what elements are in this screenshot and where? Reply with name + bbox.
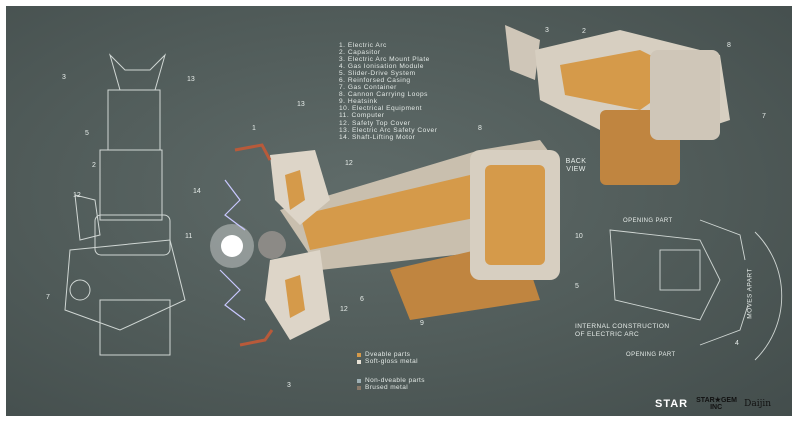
legend-label: Dveable parts bbox=[365, 351, 411, 358]
swatch bbox=[357, 385, 361, 390]
back-view-render bbox=[505, 25, 730, 185]
internal-construction-label: Internal construction of electric arc bbox=[575, 323, 670, 338]
star-logo: STAR bbox=[655, 398, 689, 410]
parts-list: 1. Electric Arc 2. Capasitor 3. Electric… bbox=[339, 42, 437, 141]
callout: 9 bbox=[420, 320, 424, 327]
part-item: 7. Gas Container bbox=[339, 84, 397, 92]
callout: 2 bbox=[582, 28, 586, 35]
material-legend: Dveable parts Soft-gloss metal Non-dveab… bbox=[357, 351, 425, 391]
callout: 13 bbox=[297, 101, 305, 108]
part-item: 12. Safety Top Cover bbox=[339, 119, 411, 127]
callout: 11 bbox=[185, 233, 193, 240]
callout: 3 bbox=[545, 27, 549, 34]
callout: 7 bbox=[762, 113, 766, 120]
callout: 3 bbox=[62, 74, 66, 81]
callout: 5 bbox=[575, 283, 579, 290]
legend-label: Non-dveable parts bbox=[365, 377, 425, 384]
main-cannon-render bbox=[234, 140, 560, 347]
legend-item: Dveable parts bbox=[357, 351, 425, 358]
swatch bbox=[357, 378, 361, 383]
moves-apart-label: Moves apart bbox=[746, 268, 754, 319]
swatch bbox=[357, 359, 361, 364]
legend-item: Brused metal bbox=[357, 384, 425, 391]
left-blueprint-sketch bbox=[64, 53, 186, 356]
part-item: 1. Electric Arc bbox=[339, 42, 387, 49]
callout: 8 bbox=[727, 42, 731, 49]
part-item: 13. Electric Arc Safety Cover bbox=[339, 126, 438, 134]
callout: 12 bbox=[73, 192, 81, 199]
callout: 7 bbox=[46, 294, 50, 301]
callout: 10 bbox=[575, 233, 583, 240]
part-item: 11. Computer bbox=[339, 112, 385, 120]
callout: 14 bbox=[193, 188, 201, 195]
callout: 12 bbox=[345, 160, 353, 167]
callout: 12 bbox=[340, 306, 348, 313]
legend-item: Non-dveable parts bbox=[357, 377, 425, 384]
callout: 4 bbox=[735, 340, 739, 347]
opening-part-bottom-label: Opening part bbox=[626, 352, 676, 358]
logos: STAR STAR★GEM INC Daijin bbox=[655, 397, 771, 411]
opening-part-top-label: Opening part bbox=[623, 218, 673, 224]
callout: 2 bbox=[92, 162, 96, 169]
part-item: 4. Gas Ionisation Module bbox=[339, 63, 424, 71]
callout: 8 bbox=[478, 125, 482, 132]
callout: 3 bbox=[287, 382, 291, 389]
stargem-logo: STAR★GEM INC bbox=[696, 397, 737, 411]
callout: 13 bbox=[187, 76, 195, 83]
electric-arc-glow bbox=[210, 179, 254, 321]
callout: 6 bbox=[360, 296, 364, 303]
arc-internal-blueprint bbox=[609, 219, 783, 361]
part-item: 3. Electric Arc Mount Plate bbox=[339, 56, 430, 64]
back-view-label: Back view bbox=[565, 158, 587, 173]
legend-label: Soft-gloss metal bbox=[365, 358, 419, 365]
swatch bbox=[357, 352, 361, 357]
part-item: 6. Reinforsed Casing bbox=[339, 77, 411, 85]
part-item: 5. Slider-Drive System bbox=[339, 70, 416, 78]
part-item: 2. Capasitor bbox=[339, 49, 381, 57]
callout: 5 bbox=[85, 130, 89, 137]
legend-item: Soft-gloss metal bbox=[357, 358, 425, 365]
part-item: 9. Heatsink bbox=[339, 98, 378, 106]
legend-label: Brused metal bbox=[365, 384, 409, 391]
callout: 1 bbox=[252, 125, 256, 132]
part-item: 14. Shaft-Lifting Motor bbox=[339, 133, 416, 141]
part-item: 10. Electrical Equipment bbox=[339, 105, 423, 113]
part-item: 8. Cannon Carrying Loops bbox=[339, 91, 428, 99]
daijin-logo: Daijin bbox=[744, 399, 772, 409]
